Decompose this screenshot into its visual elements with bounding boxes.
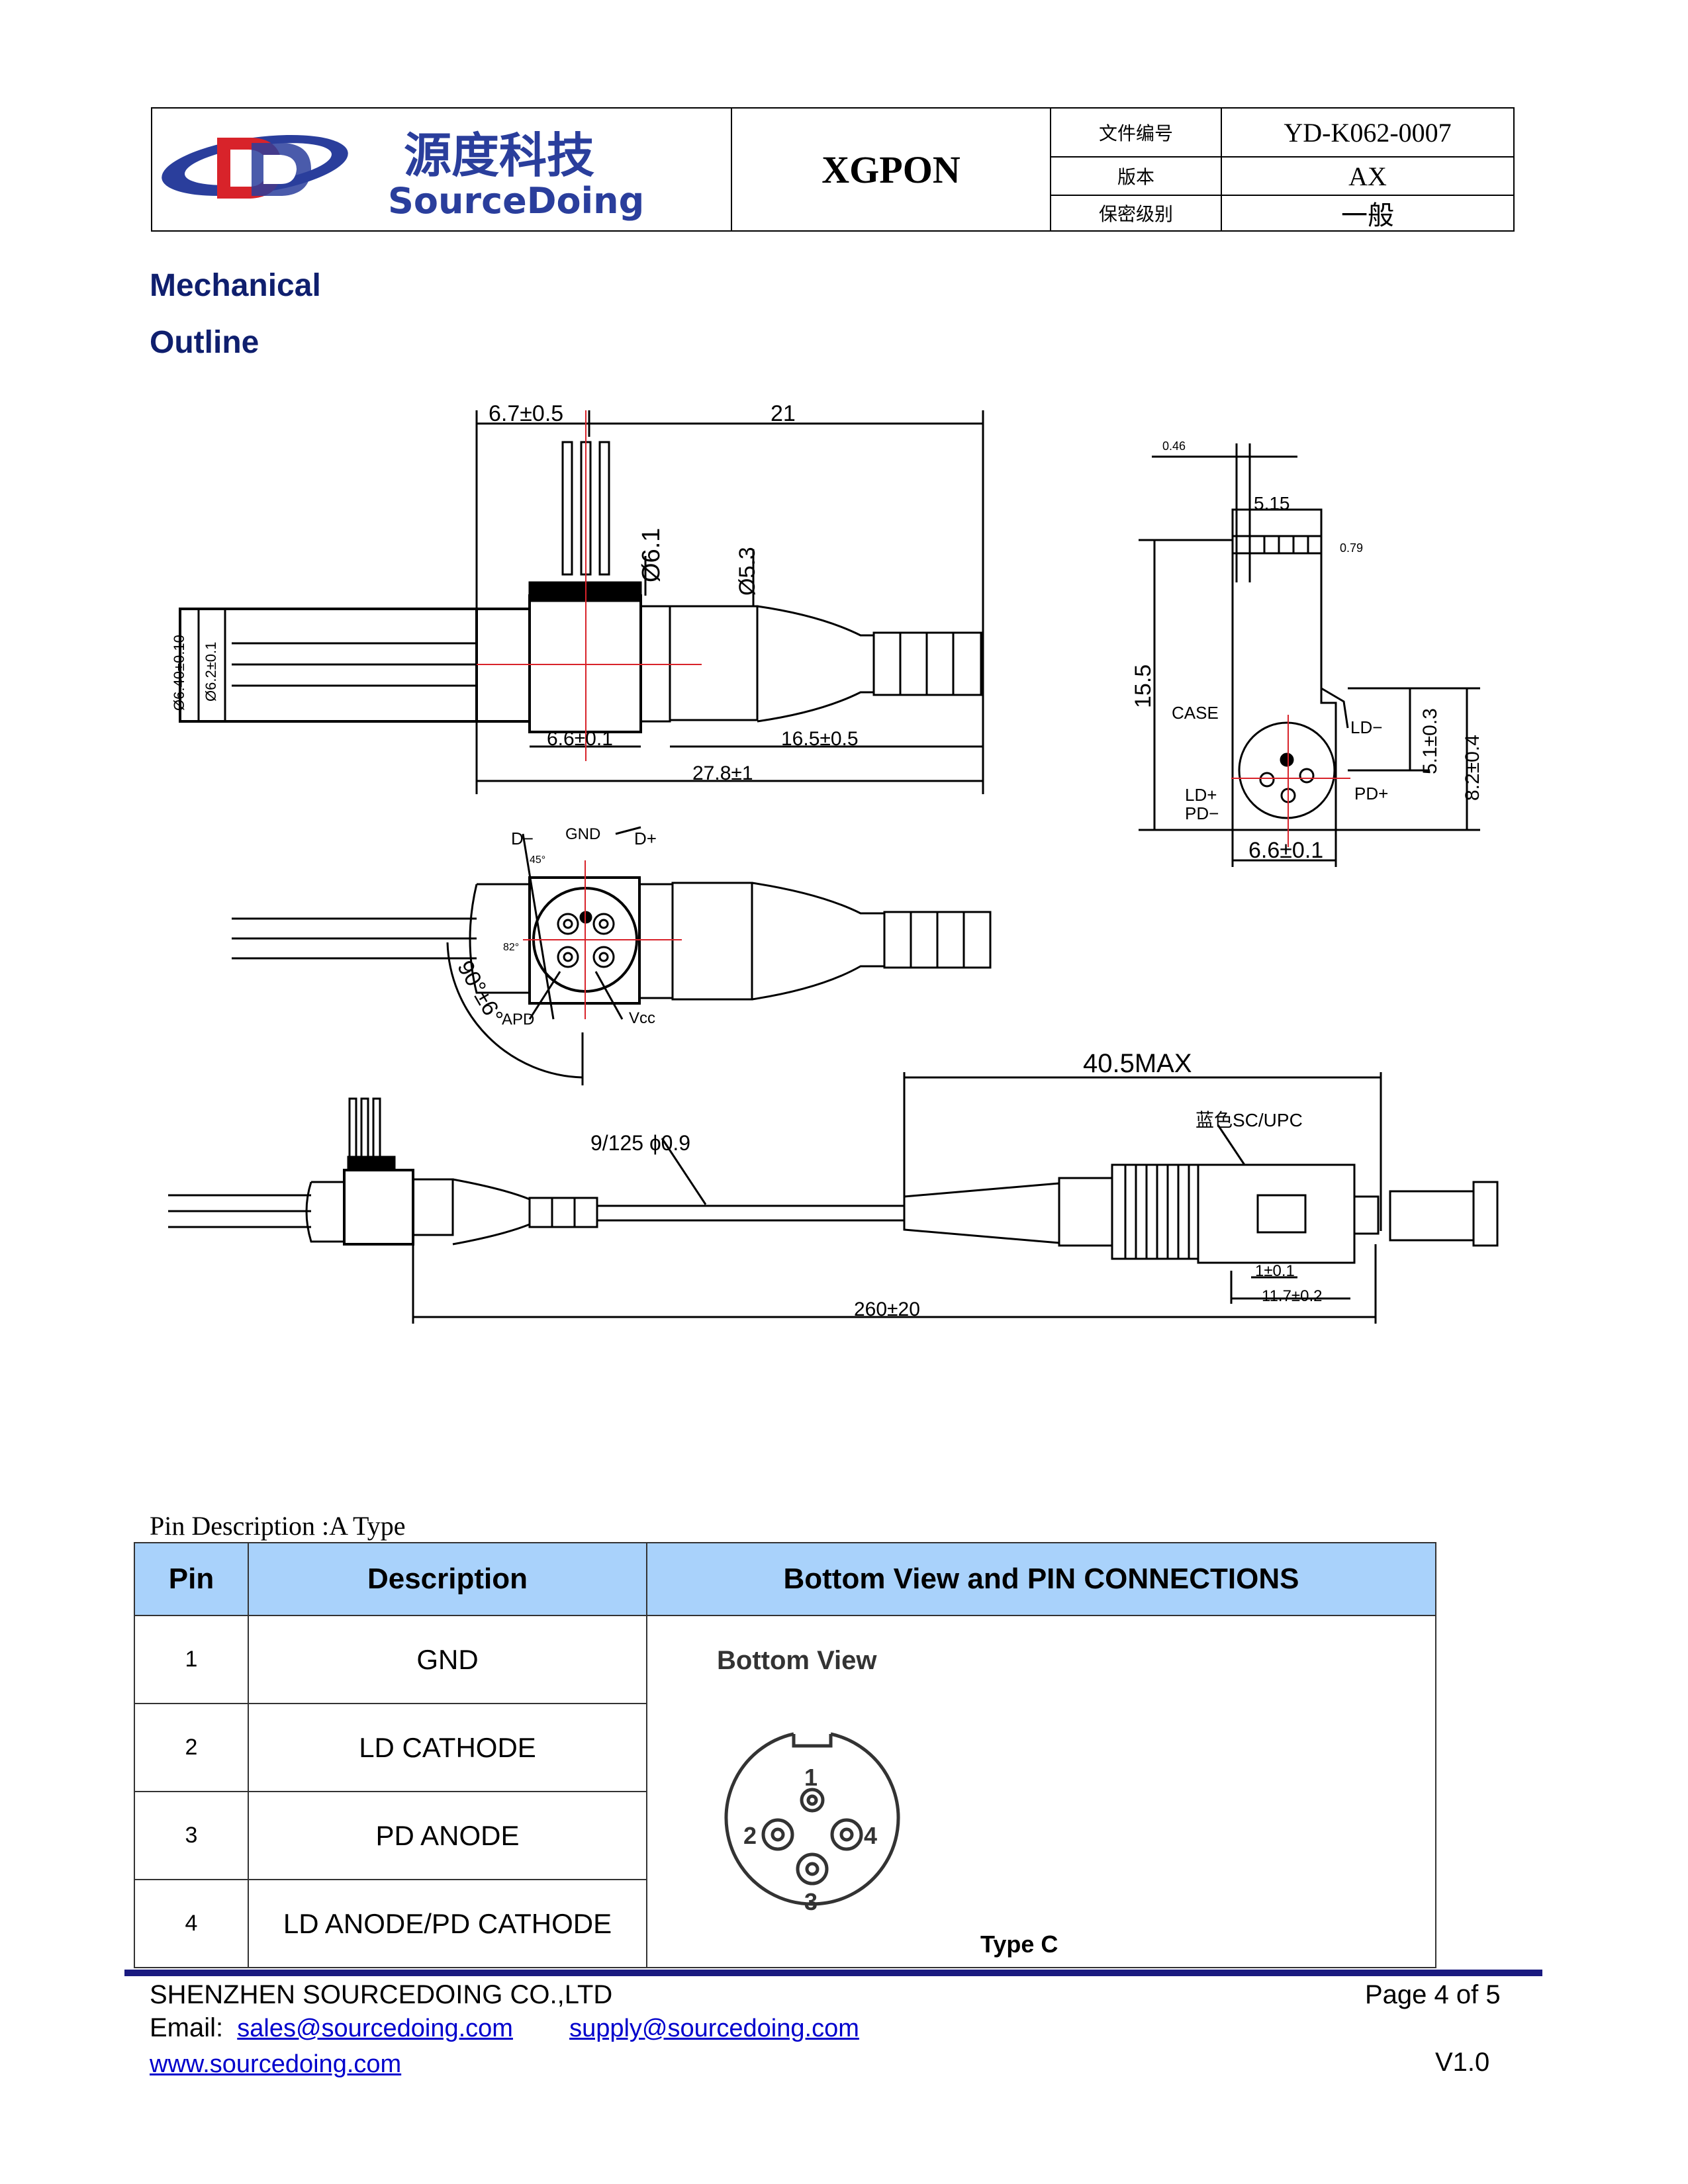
- pin-table-caption: Pin Description :A Type: [150, 1511, 406, 1541]
- dim-label: 260±20: [854, 1298, 920, 1320]
- meta-value: YD-K062-0007: [1284, 117, 1452, 148]
- pin-label: PD−: [1185, 803, 1219, 823]
- document-header: 源度科技 SourceDoing XGPON 文件编号 YD-K062-0007…: [151, 107, 1515, 232]
- logo-chinese-text: 源度科技: [404, 128, 594, 183]
- side-view: [1139, 443, 1480, 867]
- pin-label: GND: [565, 825, 600, 843]
- assembly-view: [168, 1072, 1499, 1324]
- footer-version: V1.0: [1435, 2048, 1490, 2077]
- pin-number: 1: [134, 1615, 249, 1704]
- dim-label: 8.2±0.4: [1462, 735, 1483, 801]
- table-row: 3 PD ANODE: [134, 1791, 1436, 1880]
- pin-label: LD+: [1185, 785, 1217, 805]
- meta-key: 文件编号: [1051, 109, 1222, 156]
- dim-label: 6.6±0.1: [1248, 838, 1323, 863]
- pin-number: 2: [134, 1703, 249, 1792]
- center-lines: [477, 410, 702, 761]
- table-row: 2 LD CATHODE: [134, 1703, 1436, 1792]
- view-pin-3-label: 3: [804, 1888, 818, 1915]
- dim-label: 1±0.1: [1255, 1262, 1295, 1280]
- pin-label: APD: [502, 1011, 534, 1028]
- footer-page-number: Page 4 of 5: [1365, 1980, 1501, 2009]
- pin-label: LD−: [1350, 717, 1382, 737]
- bottom-view-cell: Bottom View 1 2 3 4: [646, 1615, 1436, 1968]
- dim-label: 5.1±0.3: [1419, 708, 1441, 774]
- dim-label: Ø6.1: [637, 528, 665, 582]
- dim-label: Ø5.3: [735, 547, 760, 596]
- pin-label: D−: [511, 829, 534, 848]
- dimension-labels: 6.7±0.5 21 Ø6.1 Ø5.3 Ø6.40±0.10 Ø6.2±0.1…: [171, 401, 1483, 1320]
- bottom-view-title: Bottom View: [717, 1646, 877, 1675]
- pin-description-table: Pin Description Bottom View and PIN CONN…: [134, 1542, 1436, 1968]
- dim-label: 21: [771, 401, 796, 426]
- section-heading-mechanical: Mechanical: [150, 268, 321, 303]
- meta-key: 版本: [1051, 158, 1222, 195]
- company-logo: 源度科技 SourceDoing: [162, 128, 644, 222]
- table-header-row: Pin Description Bottom View and PIN CONN…: [134, 1542, 1436, 1616]
- dim-label: 40.5MAX: [1083, 1049, 1192, 1078]
- dim-label: 6.6±0.1: [547, 728, 613, 750]
- dim-label: 6.7±0.5: [489, 401, 563, 426]
- dim-label: 11.7±0.2: [1262, 1287, 1322, 1305]
- footer-company: SHENZHEN SOURCEDOING CO.,LTD: [150, 1980, 613, 2009]
- dim-label: 0.46: [1162, 439, 1186, 453]
- website-link[interactable]: www.sourcedoing.com: [150, 2050, 402, 2078]
- pin-label: D+: [634, 829, 657, 848]
- table-row: 1 GND Bottom View 1 2: [134, 1615, 1436, 1968]
- angle-label: 82°: [503, 942, 519, 953]
- footer-website-row: www.sourcedoing.com: [150, 2049, 401, 2079]
- email-link-supply[interactable]: supply@sourcedoing.com: [569, 2015, 859, 2042]
- meta-row-doc-number: 文件编号 YD-K062-0007: [1051, 109, 1513, 158]
- document-title: XGPON: [732, 109, 1051, 230]
- logo-cell: 源度科技 SourceDoing: [152, 109, 732, 230]
- dim-label: Ø6.2±0.1: [203, 642, 219, 702]
- view-pin-2-label: 2: [743, 1822, 757, 1849]
- view-pin-1-label: 1: [804, 1764, 818, 1791]
- footer-email-row: Email: sales@sourcedoing.com supply@sour…: [150, 2013, 859, 2043]
- meta-value: 一般: [1341, 201, 1394, 230]
- column-header-pin: Pin: [134, 1542, 249, 1616]
- pin-description: LD CATHODE: [248, 1703, 647, 1792]
- column-header-description: Description: [248, 1542, 647, 1616]
- bottom-view-type: Type C: [980, 1931, 1058, 1958]
- mechanical-outline-drawing: 6.7±0.5 21 Ø6.1 Ø5.3 Ø6.40±0.10 Ø6.2±0.1…: [168, 401, 1499, 1324]
- pin-description: PD ANODE: [248, 1791, 647, 1880]
- pin-number: 3: [134, 1791, 249, 1880]
- meta-row-confidentiality: 保密级别 一般: [1051, 196, 1513, 230]
- middle-view: [232, 826, 992, 1085]
- logo-english-text: SourceDoing: [388, 180, 644, 222]
- dim-label: 27.8±1: [692, 762, 753, 784]
- fiber-label: 9/125 ɸ0.9: [590, 1131, 690, 1155]
- footer-divider: [124, 1970, 1542, 1976]
- email-link-sales[interactable]: sales@sourcedoing.com: [237, 2015, 513, 2042]
- pin-label: PD+: [1354, 784, 1388, 803]
- top-view: [179, 410, 984, 794]
- column-header-bottom-view: Bottom View and PIN CONNECTIONS: [646, 1542, 1436, 1616]
- section-heading-outline: Outline: [150, 325, 259, 360]
- angle-label: 45°: [530, 854, 545, 866]
- meta-key: 保密级别: [1051, 196, 1222, 230]
- dim-label: 5.15: [1254, 493, 1290, 514]
- pin-label: CASE: [1172, 703, 1219, 723]
- pin-description: LD ANODE/PD CATHODE: [248, 1879, 647, 1968]
- bottom-view-diagram: Bottom View 1 2 3 4: [717, 1646, 1058, 1958]
- pin-label: Vcc: [629, 1009, 655, 1027]
- dim-label: Ø6.40±0.10: [171, 635, 187, 711]
- table-row: 4 LD ANODE/PD CATHODE: [134, 1879, 1436, 1968]
- dim-label: 0.79: [1340, 541, 1363, 555]
- dim-label: 16.5±0.5: [781, 728, 859, 750]
- meta-value: AX: [1348, 161, 1387, 191]
- email-label: Email:: [150, 2013, 224, 2042]
- pin-number: 4: [134, 1879, 249, 1968]
- connector-label: 蓝色SC/UPC: [1196, 1110, 1303, 1130]
- view-pin-4-label: 4: [864, 1822, 877, 1849]
- meta-row-version: 版本 AX: [1051, 158, 1513, 196]
- dim-label: 15.5: [1131, 664, 1156, 708]
- pin-description: GND: [248, 1615, 647, 1704]
